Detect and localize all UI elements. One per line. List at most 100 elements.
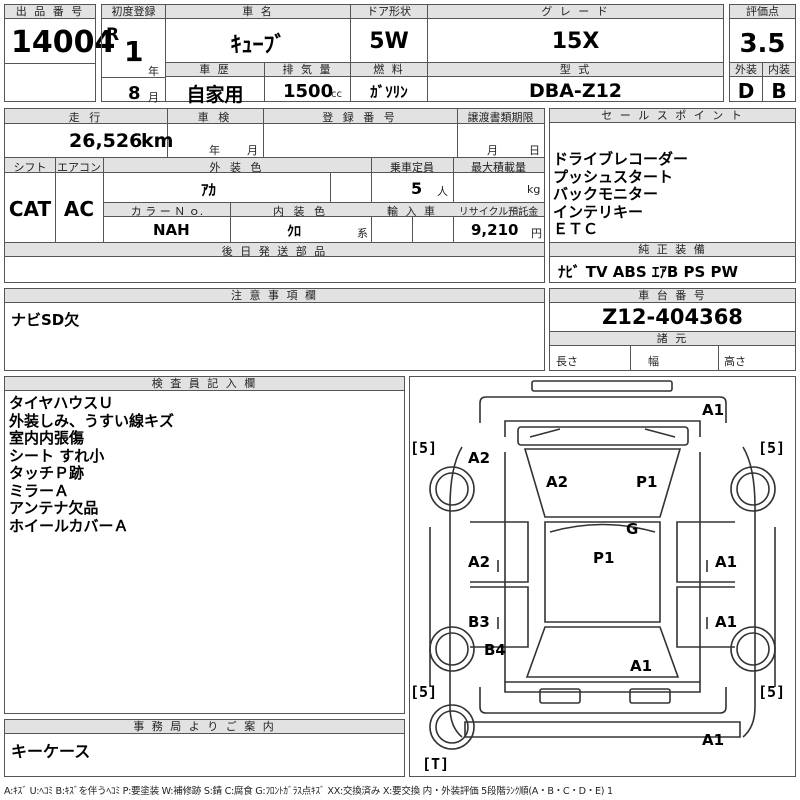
damage-mark: A1 [715,613,738,631]
inspector-box: 検 査 員 記 入 欄 タイヤハウスＵ 外装しみ、うすい線キズ 室内内張傷 シー… [4,376,405,714]
sales-points-list: ドライブレコーダー プッシュスタート バックモニター インテリキー ＥＴＣ [553,150,689,239]
exterior-grade-label: 外装 [730,63,762,77]
first-registration-cell: 初度登録 R 1 年 8 月 [101,4,166,104]
recycle-label: リサイクル預託金 [458,207,539,218]
spare-tire-mark: [T] [422,755,450,773]
model-value: DBA-Z12 [528,80,623,102]
inspector-label: 検 査 員 記 入 欄 [5,377,404,391]
model-label: 型 式 [428,63,723,77]
damage-mark: P1 [636,473,658,491]
chassis-label: 車 台 番 号 [550,289,795,303]
shift-value: CAT [8,197,52,221]
displacement-label: 排 気 量 [265,63,350,77]
tire-depth-rear-right: [5] [758,683,786,701]
length-label: 長さ [556,355,578,368]
history-cell: 車 歴 自家用 [165,62,265,106]
sales-points-box: セ ー ル ス ポ イ ン ト ドライブレコーダー プッシュスタート バックモニ… [549,108,796,283]
damage-mark: A1 [715,553,738,571]
car-name-label: 車 名 [166,5,350,19]
sales-point-item: ドライブレコーダー [553,150,689,168]
damage-mark: B4 [484,641,506,659]
displacement-value: 1500 [283,81,334,102]
score-cell: 評価点 3.5 [729,4,796,63]
inspector-notes-list: タイヤハウスＵ 外装しみ、うすい線キズ 室内内張傷 シート すれ小 タッチＰ跡 … [9,394,175,535]
registration-era: R [106,25,120,45]
car-name-cell: 車 名 ｷｭｰﾌﾞ [165,4,351,63]
grade-label: グ レ ー ド [428,5,723,19]
office-box: 事 務 局 よ り ご 案 内 キーケース [4,719,405,777]
height-label: 高さ [724,355,746,368]
first-registration-label: 初度登録 [102,5,165,19]
damage-mark: A1 [702,731,725,749]
grade-cell: グ レ ー ド 15X [427,4,724,63]
capacity-label: 乗車定員 [390,161,434,174]
tire-depth-front-right: [5] [758,439,786,457]
capacity-unit: 人 [437,185,448,198]
month-unit: 月 [148,91,159,104]
door-value: 5W [369,29,409,54]
inspector-note: タッチＰ跡 [9,464,85,482]
inspector-note: ホイールカバーＡ [9,516,129,535]
fuel-cell: 燃 料 ｶﾞｿﾘﾝ [350,62,428,102]
history-value: 自家用 [186,84,244,106]
interior-color-value: ｸﾛ [287,224,301,240]
fuel-label: 燃 料 [351,63,427,77]
fuel-value: ｶﾞｿﾘﾝ [370,83,408,101]
max-load-label: 最大積載量 [471,161,526,174]
transfer-month-unit: 月 [487,144,498,157]
damage-legend: A:ｷｽﾞ U:ﾍｺﾐ B:ｷｽﾞを伴うﾍｺﾐ P:要塗装 W:補修跡 S:錆 … [4,786,613,797]
door-label: ドア形状 [351,5,427,19]
exterior-color-value: ｱｶ [201,181,217,199]
damage-diagram: A1 A2 A2 P1 G A2 P1 A1 B3 A1 B4 A1 A1 [5… [409,376,796,777]
damage-mark: B3 [468,613,490,631]
registration-month: 8 [128,83,141,104]
tire-depth-value: 5 [767,439,777,457]
interior-grade-label: 内装 [763,63,795,77]
color-number-value: NAH [153,221,190,239]
mileage-unit: km [141,130,174,152]
door-cell: ドア形状 5W [350,4,428,63]
chassis-box: 車 台 番 号 Z12-404368 諸 元 長さ 幅 高さ [549,288,796,371]
lot-number-cell: 出 品 番 号 14004 [4,4,115,102]
exterior-grade-cell: 外装 D [729,62,763,103]
displacement-cell: 排 気 量 1500 cc [264,62,351,102]
color-number-label: カ ラ ー Ｎ ｏ. [130,205,204,218]
interior-grade-cell: 内装 B [762,62,796,103]
lot-number-label: 出 品 番 号 [5,5,95,19]
inspector-note: 外装しみ、うすい線キズ [9,411,175,430]
damage-mark: A1 [630,657,653,675]
later-parts-label: 後 日 発 送 部 品 [221,245,328,258]
inspector-note: 室内内張傷 [9,429,85,447]
score-label: 評価点 [730,5,795,19]
spec-label: 諸 元 [550,332,795,346]
registration-number-label: 登 録 番 号 [322,111,398,124]
damage-mark: A1 [702,401,725,419]
tire-depth-value: 5 [419,439,429,457]
notes-box: 注 意 事 項 欄 ナビSD欠 [4,288,545,371]
lot-number-value: 14004 [11,25,116,60]
model-cell: 型 式 DBA-Z12 [427,62,724,102]
tire-depth-rear-left: [5] [410,683,438,701]
capacity-value: 5 [411,179,423,198]
displacement-unit: cc [331,89,342,100]
sales-point-item: インテリキー [553,202,644,221]
interior-color-suffix: 系 [357,227,368,240]
inspection-month-unit: 月 [247,144,258,157]
year-unit: 年 [148,65,159,78]
damage-mark: A2 [468,449,491,467]
exterior-grade-value: D [737,79,755,103]
equipment-label: 純 正 装 備 [550,243,795,257]
notes-label: 注 意 事 項 欄 [5,289,544,303]
history-label: 車 歴 [166,63,264,77]
interior-grade-value: B [771,79,787,103]
equipment-value: ﾅﾋﾞ TV ABS ｴｱB PS PW [558,263,739,281]
score-value: 3.5 [739,29,786,59]
interior-color-label: 内 装 色 [273,205,328,218]
sales-points-label: セ ー ル ス ポ イ ン ト [550,109,795,123]
sales-point-item: プッシュスタート [553,167,674,186]
tire-depth-value: 5 [419,683,429,701]
aircon-value: AC [63,197,95,221]
inspector-note: タイヤハウスＵ [9,394,114,412]
width-label: 幅 [648,355,659,368]
damage-mark: A2 [546,473,569,491]
